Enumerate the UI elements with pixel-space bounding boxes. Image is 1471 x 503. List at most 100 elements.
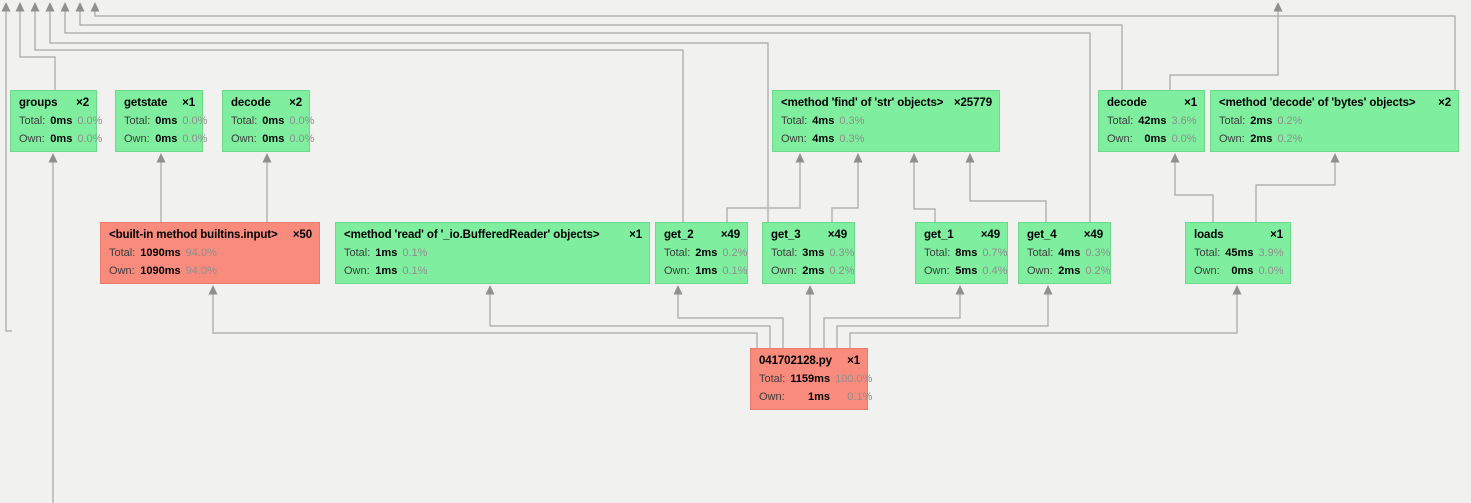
call-edge [49,11,769,222]
node-call-count: ×49 [720,229,740,241]
total-time-value: 8ms [955,247,978,259]
arrowhead-up-icon [795,153,805,163]
node-function-name: <method 'find' of 'str' objects> [781,97,944,109]
total-label: Total: [1219,115,1246,127]
node-function-name: <method 'read' of '_io.BufferedReader' o… [344,229,600,241]
call-edge [34,11,684,222]
total-percent-value: 0.1% [402,247,428,259]
node-function-name: get_2 [664,229,694,241]
call-edge [19,11,56,90]
total-percent-value: 0.0% [77,115,103,127]
total-percent-value: 0.3% [829,247,855,259]
own-label: Own: [1194,265,1220,277]
total-label: Total: [759,373,786,385]
arrowhead-up-icon [60,2,70,12]
node-call-count: ×50 [292,229,312,241]
call-edge [1174,162,1214,222]
total-label: Total: [1194,247,1221,259]
node-title-row: decode×2 [231,95,302,111]
own-label: Own: [771,265,797,277]
own-time-value: 2ms [1058,265,1081,277]
own-label: Own: [781,133,807,145]
total-time-value: 4ms [1058,247,1081,259]
node-call-count: ×1 [1184,97,1197,109]
arrowhead-up-icon [48,153,58,163]
node-title-row: get_4×49 [1027,227,1103,243]
call-edge [831,162,859,222]
call-edge [823,294,961,348]
call-edge [677,294,784,348]
own-percent-value: 0.0% [289,133,315,145]
arrowhead-up-icon [30,2,40,12]
arrowhead-up-icon [45,2,55,12]
node-function-name: get_1 [924,229,954,241]
total-label: Total: [664,247,691,259]
call-edge [969,162,1047,222]
call-edge [79,11,1123,90]
node-title-row: <method 'decode' of 'bytes' objects>×2 [1219,95,1451,111]
own-time-value: 1ms [375,265,398,277]
node-function-name: get_3 [771,229,801,241]
node-call-count: ×2 [289,97,302,109]
call-edge [1169,11,1279,90]
node-title-row: <built-in method builtins.input> ×50 [109,227,312,243]
node-call-count: ×25779 [953,97,992,109]
arrowhead-up-icon [1043,285,1053,295]
own-percent-value: 0.0% [77,133,103,145]
node-title-row: decode×1 [1107,95,1197,111]
total-time-value: 1090ms [140,247,181,259]
own-percent-value: 0.0% [182,133,208,145]
total-time-value: 0ms [155,115,178,127]
arrowhead-up-icon [90,2,100,12]
call-node-read[interactable]: <method 'read' of '_io.BufferedReader' o… [335,222,650,284]
arrowhead-up-icon [208,285,218,295]
arrowhead-up-icon [853,153,863,163]
total-percent-value: 0.3% [1085,247,1111,259]
call-edge [726,162,801,222]
total-percent-value: 0.3% [839,115,865,127]
arrowhead-up-icon [909,153,919,163]
own-time-value: 0ms [1231,265,1254,277]
node-function-name: 041702128.py [759,355,832,367]
node-call-count: ×2 [76,97,89,109]
own-label: Own: [124,133,150,145]
call-edge [836,294,1049,348]
own-percent-value: 0.3% [839,133,865,145]
total-label: Total: [231,115,258,127]
own-time-value: 0ms [262,133,285,145]
arrowhead-up-icon [955,285,965,295]
own-time-value: 0ms [50,133,73,145]
node-title-row: get_2 ×49 [664,227,740,243]
total-time-value: 2ms [1250,115,1273,127]
node-title-row: getstate×1 [124,95,195,111]
node-call-count: ×49 [1083,229,1103,241]
own-time-value: 4ms [812,133,835,145]
total-time-value: 4ms [812,115,835,127]
total-label: Total: [124,115,151,127]
total-percent-value: 3.6% [1171,115,1197,127]
own-time-value: 1090ms [140,265,181,277]
node-function-name: <built-in method builtins.input> [109,229,278,241]
